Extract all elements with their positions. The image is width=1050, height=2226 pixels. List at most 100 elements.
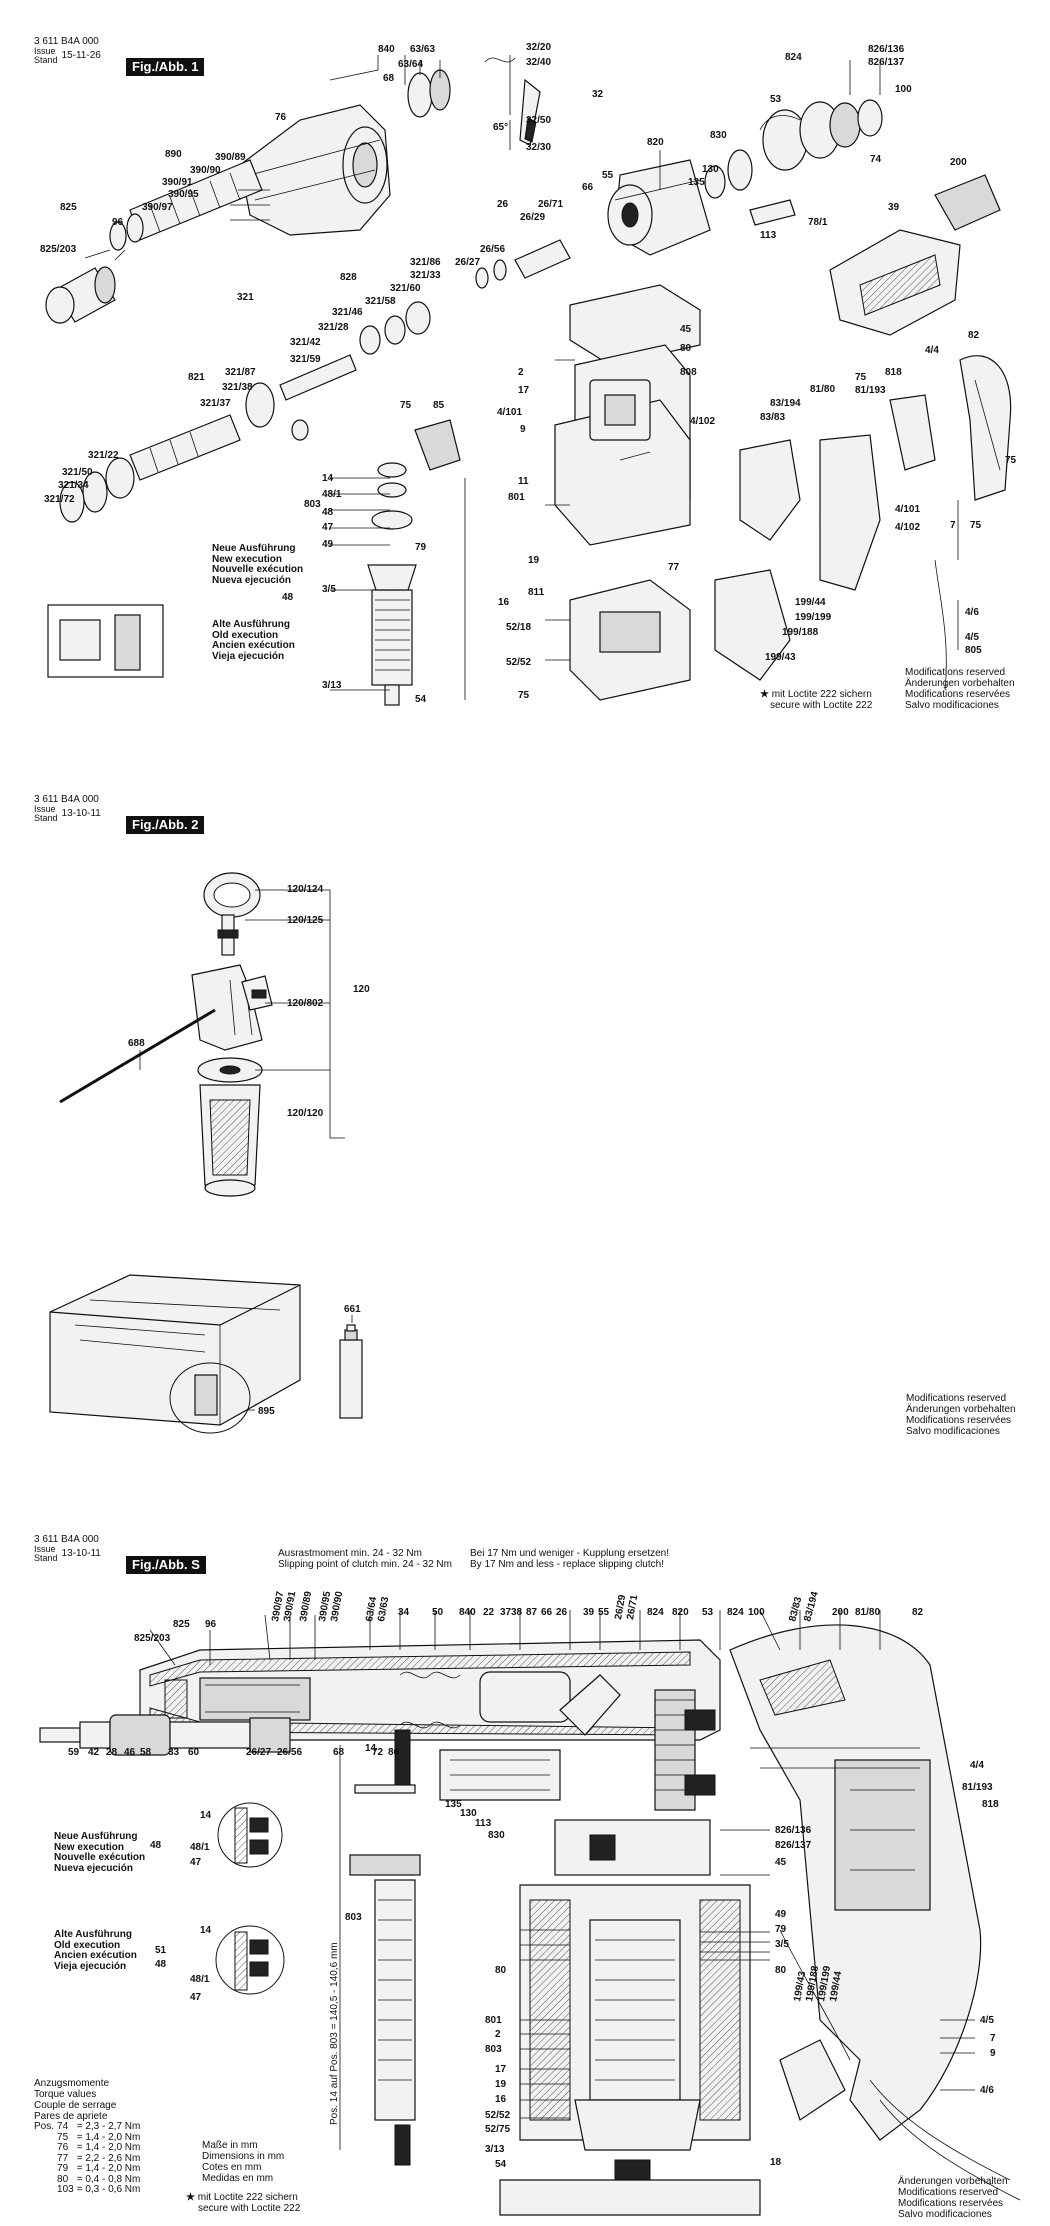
part-label: 100 bbox=[748, 1607, 765, 1618]
part-label: 53 bbox=[702, 1607, 714, 1618]
part-label: 26/56 bbox=[277, 1747, 302, 1758]
part-label: 805 bbox=[965, 645, 982, 656]
part-label: 199/44 bbox=[828, 1970, 844, 2002]
part-label: 661 bbox=[344, 1304, 361, 1315]
part-label: 803 bbox=[345, 1912, 362, 1923]
part-label: 321/28 bbox=[318, 322, 349, 333]
auxiliary-handle-part bbox=[191, 872, 273, 1197]
part-label: 48/1 bbox=[190, 1842, 210, 1853]
part-label: 321/37 bbox=[200, 398, 231, 409]
drawing-number: 3 611 B4A 000 bbox=[34, 794, 99, 805]
part-label: 63/64 bbox=[364, 1596, 379, 1623]
part-label: 199/188 bbox=[782, 627, 819, 638]
part-label: 54 bbox=[495, 2159, 507, 2170]
part-label: 68 bbox=[383, 73, 395, 84]
part-label: 826/137 bbox=[775, 1840, 812, 1851]
part-label: 824 bbox=[785, 52, 802, 63]
part-label: 48/1 bbox=[190, 1974, 210, 1985]
part-label: 65° bbox=[493, 122, 508, 133]
part-label: 16 bbox=[498, 597, 510, 608]
part-label: 100 bbox=[895, 84, 912, 95]
figure-label: Fig./Abb. 1 bbox=[126, 58, 205, 76]
part-label: 83/83 bbox=[760, 412, 785, 423]
switch-part bbox=[889, 394, 936, 471]
motor-section bbox=[499, 1884, 761, 2216]
part-label: 895 bbox=[258, 1406, 275, 1417]
part-label: 321/50 bbox=[62, 467, 93, 478]
part-label: 52/52 bbox=[485, 2110, 510, 2121]
part-label: 390/89 bbox=[298, 1590, 314, 1622]
drawing-number: 3 611 B4A 000 bbox=[34, 1534, 99, 1545]
part-label: 199/44 bbox=[795, 597, 826, 608]
handle-section bbox=[729, 1624, 1021, 2201]
part-label: 830 bbox=[710, 130, 727, 141]
part-label: 32/50 bbox=[526, 115, 551, 126]
part-label: 81/80 bbox=[855, 1607, 880, 1618]
part-label: 803 bbox=[485, 2044, 502, 2055]
part-label: 83/194 bbox=[802, 1590, 821, 1623]
part-label: 74 bbox=[870, 154, 882, 165]
part-label: 26/71 bbox=[538, 199, 563, 210]
handle-half-part bbox=[959, 355, 1012, 501]
part-label: 4/102 bbox=[895, 522, 920, 533]
issue-label: Issue Stand bbox=[34, 1544, 58, 1563]
loctite-note: ★ mit Loctite 222 sichern secure with Lo… bbox=[760, 689, 873, 711]
part-label: 801 bbox=[485, 2015, 502, 2026]
part-label: 82 bbox=[912, 1607, 924, 1618]
part-label: 28 bbox=[106, 1747, 118, 1758]
part-label: 45 bbox=[775, 1857, 787, 1868]
part-label: 840 bbox=[459, 1607, 476, 1618]
part-label: 826/136 bbox=[775, 1825, 812, 1836]
armature-inset bbox=[339, 1729, 421, 2166]
part-label: 321/58 bbox=[365, 296, 396, 307]
slip-torque-note: Ausrastmoment min. 24 - 32 Nm Slipping p… bbox=[278, 1548, 452, 1570]
part-label: 4/101 bbox=[895, 504, 920, 515]
part-label: 11 bbox=[518, 476, 529, 487]
part-label: 824 bbox=[647, 1607, 664, 1618]
part-label: 49 bbox=[775, 1909, 787, 1920]
part-label: 81/193 bbox=[962, 1782, 993, 1793]
star-icon: ★ bbox=[760, 689, 769, 700]
part-label: 75 bbox=[970, 520, 982, 531]
figure-label: Fig./Abb. 2 bbox=[126, 816, 205, 834]
part-label: 390/91 bbox=[162, 177, 193, 188]
legend-old-execution: Alte Ausführung Old execution Ancien exé… bbox=[212, 619, 295, 662]
part-label: 19 bbox=[528, 555, 540, 566]
handle-shell-part bbox=[819, 434, 881, 591]
part-label: 321/59 bbox=[290, 354, 321, 365]
part-label: 826/137 bbox=[868, 57, 905, 68]
part-label: 120 bbox=[353, 984, 370, 995]
part-label: 78/1 bbox=[808, 217, 828, 228]
part-label: 14 bbox=[200, 1810, 212, 1821]
part-label: 3/5 bbox=[775, 1939, 789, 1950]
part-label: 120/802 bbox=[287, 998, 324, 1009]
handle-cover-part bbox=[829, 174, 1001, 336]
part-label: 3/5 bbox=[322, 584, 336, 595]
part-label: 48 bbox=[150, 1840, 162, 1851]
modifications-note: Modifications reserved Änderungen vorbeh… bbox=[906, 1393, 1016, 1437]
part-label: 59 bbox=[68, 1747, 80, 1758]
part-label: 82 bbox=[968, 330, 980, 341]
part-label: 4/6 bbox=[980, 2085, 994, 2096]
part-label: 17 bbox=[518, 385, 530, 396]
part-label: 820 bbox=[672, 1607, 689, 1618]
part-label: 120/120 bbox=[287, 1108, 324, 1119]
part-label: 47 bbox=[190, 1992, 202, 2003]
part-label: 48 bbox=[155, 1959, 167, 1970]
part-label: 52/18 bbox=[506, 622, 531, 633]
part-label: 321/60 bbox=[390, 283, 421, 294]
figure-label: Fig./Abb. S bbox=[126, 1556, 206, 1574]
issue-date: 13-10-11 bbox=[61, 1548, 101, 1559]
grease-tube-part bbox=[339, 1324, 363, 1419]
part-label: 87 bbox=[526, 1607, 538, 1618]
switch-lever-part bbox=[484, 57, 541, 146]
part-label: 26/27 bbox=[455, 257, 480, 268]
part-label: 390/97 bbox=[142, 202, 173, 213]
part-label: 824 bbox=[727, 1607, 744, 1618]
handle-shell-part bbox=[739, 439, 801, 541]
part-label: 825/203 bbox=[40, 244, 77, 255]
part-label: 7 bbox=[950, 520, 956, 531]
part-label: 321 bbox=[237, 292, 254, 303]
part-label: 199/43 bbox=[792, 1970, 808, 2002]
